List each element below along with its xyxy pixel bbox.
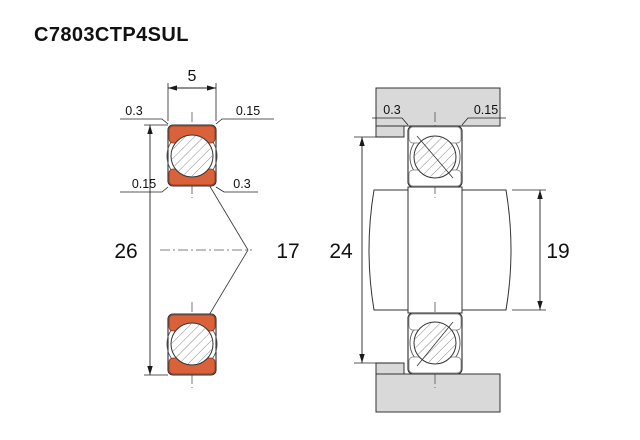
svg-text:0.15: 0.15 <box>132 177 156 191</box>
contact-angle-line <box>416 321 454 367</box>
shaft <box>368 186 512 314</box>
chamfer-callout-outer-left: 0.3 <box>120 104 169 125</box>
dim-width-value: 5 <box>188 68 197 85</box>
bearing-designation: C7803CTP4SUL <box>34 24 189 46</box>
ball-hatching <box>171 323 213 365</box>
mounted-bearing-section-bottom <box>407 312 463 375</box>
dim-bore: 17 <box>276 240 299 263</box>
dim-bore-value: 17 <box>276 240 299 263</box>
svg-text:0.15: 0.15 <box>474 103 498 117</box>
housing-shoulder-top <box>375 125 405 138</box>
chamfer-callout-right: 0.15 <box>461 103 506 126</box>
dim-housing-abutment: 24 <box>329 136 400 364</box>
mounted-bearing-section-top <box>407 125 463 188</box>
shaft-shoulder-left <box>368 189 409 311</box>
chamfer-callout-inner-left: 0.15 <box>120 177 169 193</box>
dim-shaft-abutment-value: 19 <box>546 240 569 263</box>
chamfer-callout-outer-right: 0.15 <box>215 104 274 125</box>
cross-section-view: 5 26 17 0.3 0.15 <box>114 68 300 388</box>
ball-hatching <box>171 135 213 177</box>
mounting-view: 24 19 0.3 0.15 <box>329 87 570 413</box>
chamfer-callout-left: 0.3 <box>372 103 409 126</box>
dim-housing-abutment-value: 24 <box>329 240 353 263</box>
shaft-shoulder-right <box>461 189 512 311</box>
dim-width: 5 <box>167 68 217 121</box>
dim-outer-diameter: 26 <box>114 124 168 376</box>
bearing-section-top <box>166 124 218 187</box>
housing-bottom <box>375 373 501 413</box>
svg-text:0.3: 0.3 <box>125 104 142 118</box>
dim-outer-diameter-value: 26 <box>114 240 137 263</box>
ball-hatching <box>414 322 456 364</box>
contact-angle-line <box>416 135 454 179</box>
svg-text:0.3: 0.3 <box>233 177 250 191</box>
housing-shoulder-bottom <box>375 362 405 375</box>
dim-shaft-abutment: 19 <box>512 189 570 311</box>
shaft-seat <box>407 186 463 314</box>
svg-text:0.3: 0.3 <box>383 103 400 117</box>
chamfer-callout-inner-right: 0.3 <box>215 177 258 193</box>
bearing-section-bottom <box>166 313 218 376</box>
svg-text:0.15: 0.15 <box>236 104 260 118</box>
